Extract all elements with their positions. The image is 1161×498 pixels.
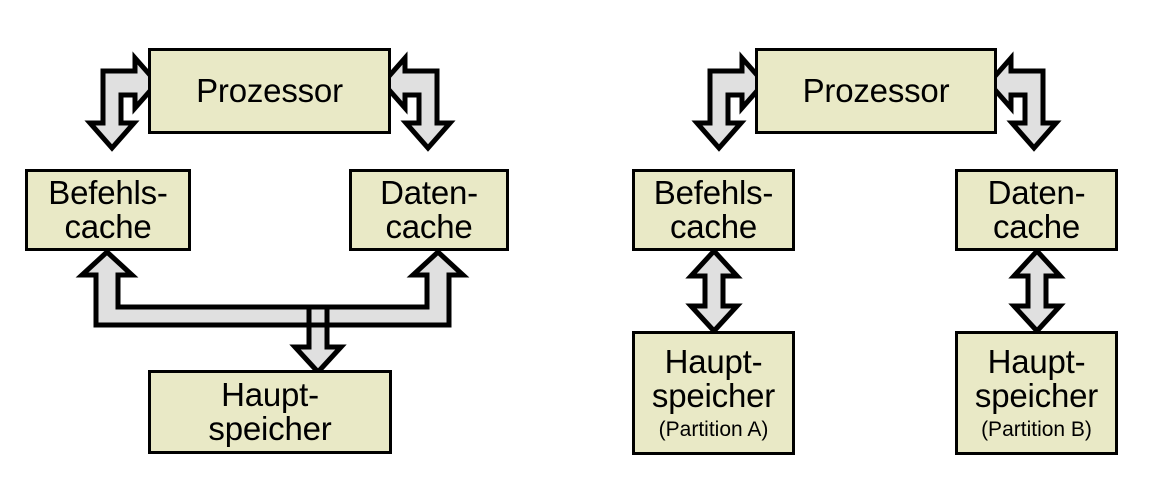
right-datencache-box[interactable]: Daten- cache <box>955 169 1118 251</box>
right-befehlscache-label-2: cache <box>669 208 758 245</box>
right-partition-a-label-1: Haupt- <box>664 342 763 380</box>
left-datencache-box[interactable]: Daten- cache <box>349 169 509 251</box>
right-partition-b-label-2: speicher <box>974 377 1099 415</box>
left-prozessor-label-1: Prozessor <box>196 71 343 109</box>
right-prozessor-label-1: Prozessor <box>802 71 950 109</box>
right-befehlscache-box[interactable]: Befehls- cache <box>632 169 795 251</box>
conn-left-proc-datencache <box>379 51 456 152</box>
left-befehlscache-label-2: cache <box>64 208 152 245</box>
left-befehlscache-label-1: Befehls- <box>48 173 168 211</box>
right-datencache-label-2: cache <box>992 208 1081 245</box>
right-partition-b-sublabel: (Partition B) <box>981 418 1092 442</box>
conn-left-caches-hauptspeicher <box>75 248 470 376</box>
right-prozessor-box[interactable]: Prozessor <box>755 48 997 134</box>
right-partition-a-sublabel: (Partition A) <box>658 418 769 442</box>
conn-left-proc-befehlscache <box>84 51 161 152</box>
conn-right-befehlscache-partition-a <box>685 247 743 335</box>
left-datencache-label-1: Daten- <box>380 173 478 211</box>
left-prozessor-box[interactable]: Prozessor <box>148 48 391 134</box>
right-partition-b-label-1: Haupt- <box>987 342 1086 380</box>
left-hauptspeicher-label-1: Haupt- <box>221 375 319 413</box>
right-hauptspeicher-partition-a-box[interactable]: Haupt- speicher (Partition A) <box>632 331 795 455</box>
left-hauptspeicher-label-2: speicher <box>208 410 332 447</box>
conn-right-datencache-partition-b <box>1008 247 1066 335</box>
right-datencache-label-1: Daten- <box>987 173 1086 211</box>
right-befehlscache-label-1: Befehls- <box>653 173 774 211</box>
left-hauptspeicher-box[interactable]: Haupt- speicher <box>148 370 392 454</box>
left-datencache-label-2: cache <box>385 208 473 245</box>
conn-right-proc-datencache <box>985 51 1062 152</box>
right-partition-a-label-2: speicher <box>651 377 776 415</box>
left-befehlscache-box[interactable]: Befehls- cache <box>25 169 191 251</box>
conn-right-proc-befehlscache <box>691 51 768 152</box>
right-hauptspeicher-partition-b-box[interactable]: Haupt- speicher (Partition B) <box>955 331 1118 455</box>
